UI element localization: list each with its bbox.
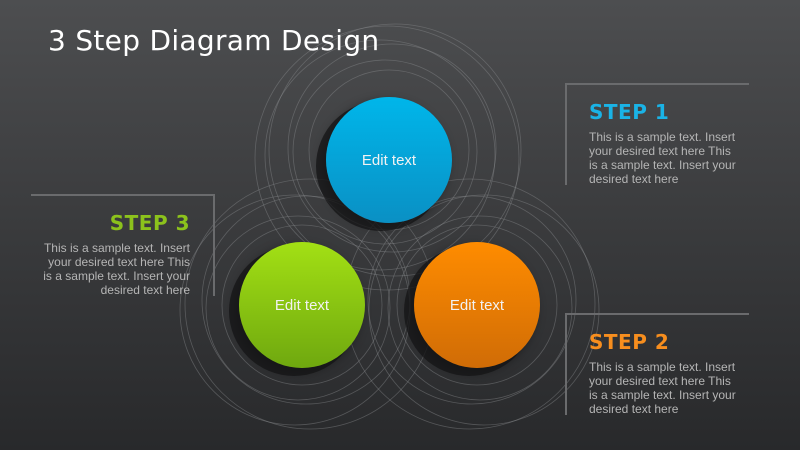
step1-circle-text[interactable]: Edit text [361,151,417,169]
step3-description: This is a sample text. Insert your desir… [43,241,190,297]
step1-block: STEP 1 This is a sample text. Insert you… [589,100,739,186]
step2-label: STEP 2 [589,330,670,354]
step1-description: This is a sample text. Insert your desir… [589,130,736,186]
step2-bracket [565,313,749,415]
step1-label: STEP 1 [589,100,670,124]
page-title: 3 Step Diagram Design [48,24,380,57]
step1-bracket [565,83,749,185]
step3-circle[interactable]: Edit text [239,242,365,368]
step2-circle[interactable]: Edit text [414,242,540,368]
step3-block: STEP 3 This is a sample text. Insert you… [40,211,190,297]
step1-circle[interactable]: Edit text [326,97,452,223]
step3-bracket [31,194,215,296]
step2-block: STEP 2 This is a sample text. Insert you… [589,330,739,416]
step3-label: STEP 3 [109,211,190,235]
step2-circle-text[interactable]: Edit text [449,296,505,314]
step2-description: This is a sample text. Insert your desir… [589,360,736,416]
step3-circle-text[interactable]: Edit text [274,296,330,314]
